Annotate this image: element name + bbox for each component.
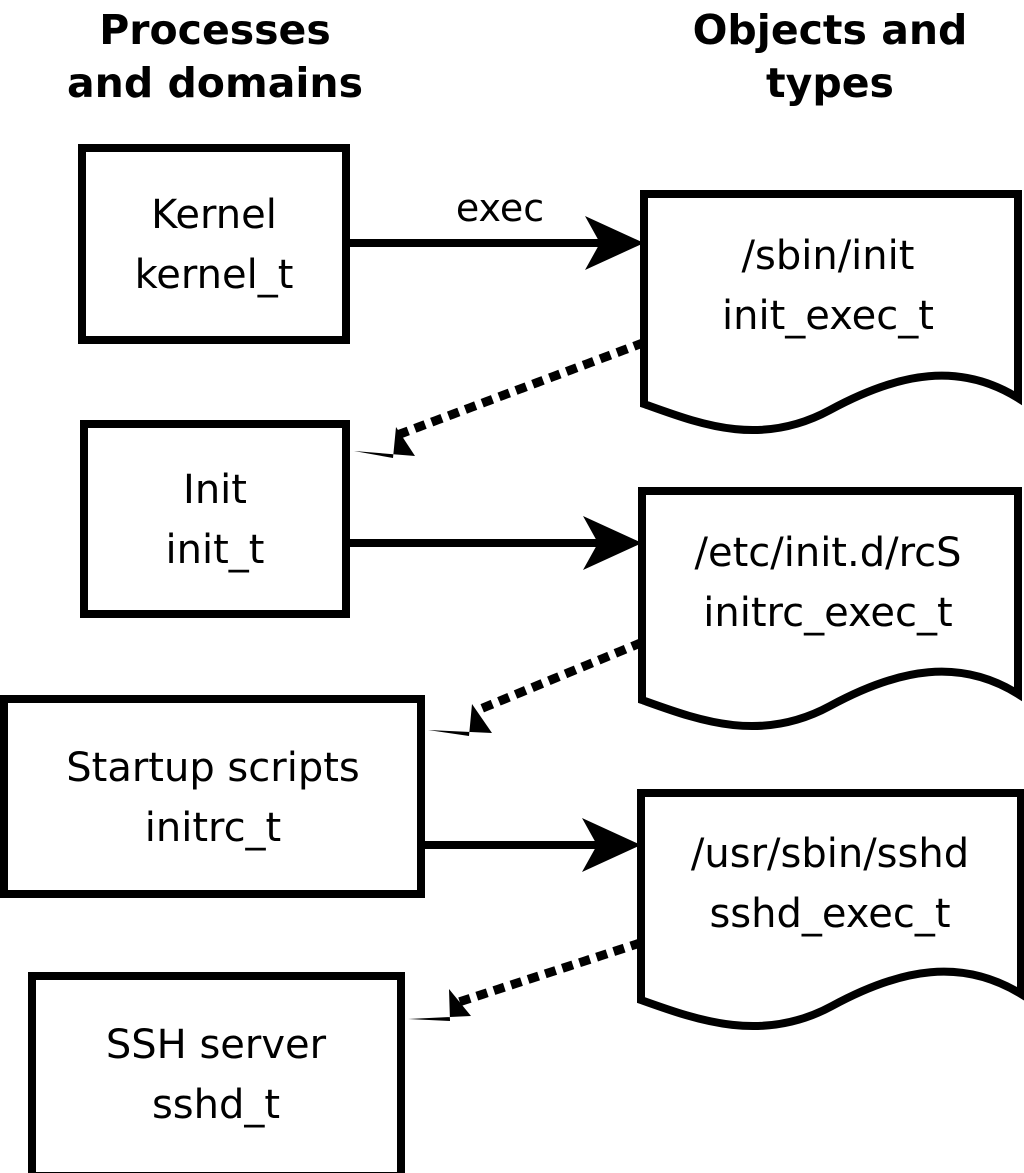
node-ssh-server-box[interactable] (28, 972, 405, 1173)
node-init-exec-doc-shape[interactable] (640, 190, 1022, 435)
node-kernel[interactable]: Kernel kernel_t (78, 144, 350, 344)
node-kernel-type: kernel_t (135, 252, 294, 298)
edge-init-exec-transition-init-line (394, 338, 646, 440)
node-init-box[interactable] (80, 420, 350, 618)
node-startup-scripts[interactable]: Startup scripts initrc_t (0, 695, 425, 898)
node-init-name: Init (183, 467, 247, 513)
edge-sshd-exec-transition-sshd-line (456, 938, 643, 1007)
node-init-type: init_t (166, 527, 265, 573)
column-header-processes-line2: and domains (67, 59, 363, 107)
node-sshd-exec[interactable]: /usr/sbin/sshd sshd_exec_t (637, 789, 1024, 1031)
node-ssh-server-name: SSH server (106, 1022, 327, 1068)
node-ssh-server[interactable]: SSH server sshd_t (28, 972, 405, 1173)
column-header-processes: Processes and domains (67, 6, 363, 107)
node-init[interactable]: Init init_t (80, 420, 350, 618)
edge-kernel-exec-init-exec-arrowhead (585, 216, 644, 270)
column-header-objects-line2: types (766, 59, 894, 107)
column-header-objects: Objects and types (693, 6, 968, 107)
node-initrc-exec-type: initrc_exec_t (703, 590, 952, 636)
edge-initrc-exec-transition-initrc-arrowhead (428, 704, 492, 736)
column-header-objects-line1: Objects and (693, 6, 968, 54)
edge-initrc-exec-sshd-exec-arrowhead (582, 818, 641, 872)
node-startup-scripts-type: initrc_t (145, 805, 282, 851)
edge-sshd-exec-transition-sshd[interactable] (408, 938, 643, 1021)
column-header-processes-line1: Processes (99, 6, 331, 54)
edge-init-exec-initrc-exec-arrowhead (583, 516, 642, 570)
edge-initrc-exec-sshd-exec[interactable] (421, 818, 641, 872)
node-initrc-exec-path: /etc/init.d/rcS (694, 530, 961, 576)
node-startup-scripts-name: Startup scripts (66, 745, 359, 791)
node-init-exec-type: init_exec_t (722, 293, 934, 339)
node-init-exec-path: /sbin/init (742, 233, 915, 279)
edge-init-exec-transition-init-arrowhead (354, 427, 415, 458)
edge-sshd-exec-transition-sshd-arrowhead (408, 989, 471, 1021)
node-sshd-exec-path: /usr/sbin/sshd (691, 831, 969, 877)
node-init-exec[interactable]: /sbin/init init_exec_t (640, 190, 1022, 435)
edge-initrc-exec-transition-initrc-line (472, 638, 644, 716)
edge-label-exec: exec (456, 186, 544, 230)
node-startup-scripts-box[interactable] (0, 695, 425, 898)
node-kernel-name: Kernel (151, 192, 277, 238)
node-initrc-exec[interactable]: /etc/init.d/rcS initrc_exec_t (638, 487, 1022, 731)
node-sshd-exec-type: sshd_exec_t (709, 891, 950, 937)
edge-init-exec-transition-init[interactable] (354, 338, 646, 458)
node-initrc-exec-doc-shape[interactable] (638, 487, 1022, 731)
node-ssh-server-type: sshd_t (152, 1082, 280, 1128)
node-kernel-box[interactable] (78, 144, 350, 344)
edge-initrc-exec-transition-initrc[interactable] (428, 638, 644, 736)
edge-kernel-exec-init-exec[interactable]: exec (346, 186, 644, 270)
node-sshd-exec-doc-shape[interactable] (637, 789, 1024, 1031)
edge-init-exec-initrc-exec[interactable] (346, 516, 642, 570)
